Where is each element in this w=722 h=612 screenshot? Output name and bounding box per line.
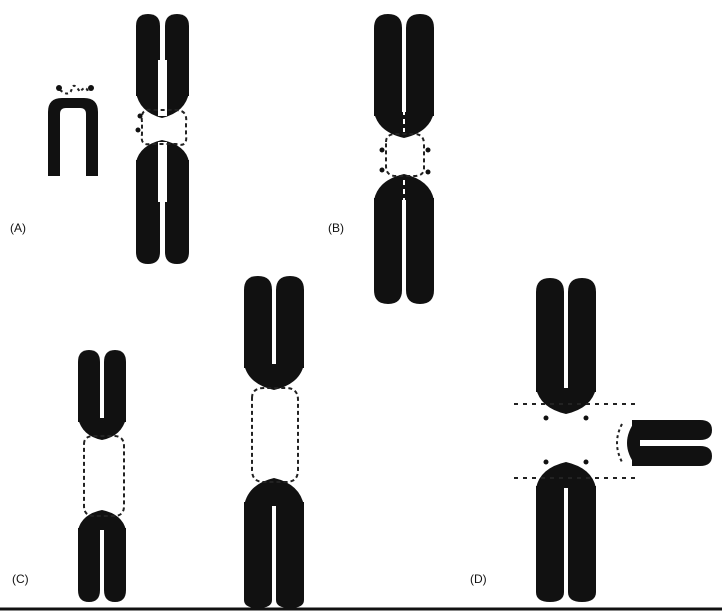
panel-d-lower	[536, 462, 596, 602]
panel-label-c: (C)	[12, 572, 29, 586]
panel-a-lower-arms	[136, 140, 189, 264]
panel-label-d: (D)	[470, 572, 487, 586]
panel-b-dashed-loop	[379, 133, 431, 177]
panel-a-small-chromosome	[48, 84, 98, 176]
panel-label-b: (B)	[328, 221, 344, 235]
panel-c-small-lower	[78, 510, 126, 602]
panel-a-dashed-loop	[135, 108, 188, 146]
panel-label-a: (A)	[10, 221, 26, 235]
panel-d-horizontal-chromosome	[616, 420, 712, 466]
panel-c-small-dashed-loop	[83, 435, 125, 517]
panel-b-upper-arms	[374, 14, 434, 138]
panel-a-upper-arms	[136, 14, 189, 118]
panel-c-small-upper	[78, 350, 126, 440]
panel-c-large-dashed-loop	[251, 387, 299, 483]
panel-c-large-lower	[244, 478, 304, 608]
panel-d-dotted-lines	[514, 403, 636, 479]
panel-b-lower-arms	[374, 174, 434, 304]
panel-d-upper	[536, 278, 596, 414]
panel-c-large-upper	[244, 276, 304, 390]
